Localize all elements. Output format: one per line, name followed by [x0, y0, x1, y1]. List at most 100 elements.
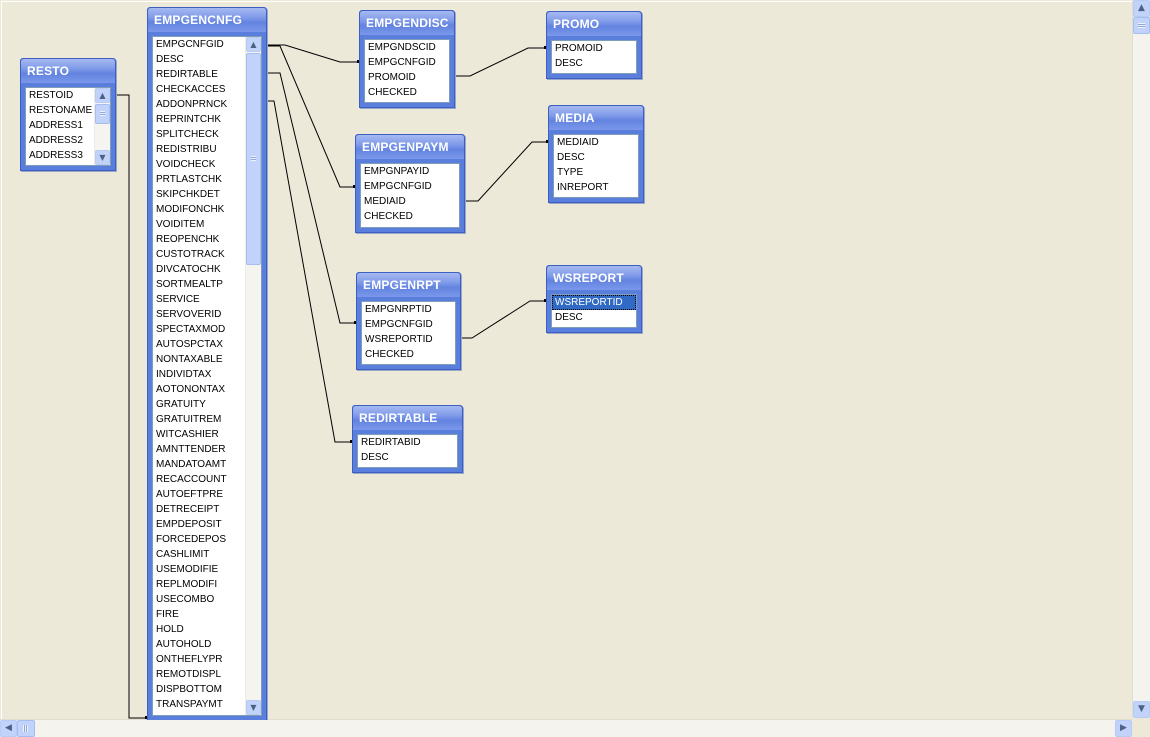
- field-empgencnfg-autospctax[interactable]: AUTOSPCTAX: [156, 339, 223, 350]
- table-title[interactable]: EMPGENRPT: [357, 273, 460, 297]
- field-empgencnfg-divcatochk[interactable]: DIVCATOCHK: [156, 264, 221, 275]
- table-title[interactable]: EMPGENPAYM: [356, 135, 464, 159]
- field-empgencnfg-modifonchk[interactable]: MODIFONCHK: [156, 204, 225, 215]
- scroll-up-button[interactable]: ▲: [1133, 0, 1150, 17]
- field-media-inreport[interactable]: INREPORT: [557, 182, 609, 193]
- field-empgencnfg-individtax[interactable]: INDIVIDTAX: [156, 369, 212, 380]
- scroll-thumb[interactable]: [246, 53, 261, 265]
- table-title[interactable]: REDIRTABLE: [353, 406, 462, 430]
- field-resto-restoid[interactable]: RESTOID: [29, 90, 74, 101]
- field-empgencnfg-gratuitrem[interactable]: GRATUITREM: [156, 414, 222, 425]
- field-empgencnfg-autoeftpre[interactable]: AUTOEFTPRE: [156, 489, 224, 500]
- field-empgencnfg-fire[interactable]: FIRE: [156, 609, 179, 620]
- field-list[interactable]: WSREPORTID DESC: [551, 294, 637, 328]
- field-empgenrpt-empgnrptid[interactable]: EMPGNRPTID: [365, 304, 432, 315]
- field-media-desc[interactable]: DESC: [557, 152, 585, 163]
- table-empgencnfg[interactable]: EMPGENCNFG EMPGCNFGID DESC REDIRTABLE CHECK…: [147, 7, 267, 720]
- field-empgencnfg-servoverid[interactable]: SERVOVERID: [156, 309, 222, 320]
- field-empgencnfg-skipchkdet[interactable]: SKIPCHKDET: [156, 189, 220, 200]
- table-empgenrpt[interactable]: EMPGENRPT EMPGNRPTID EMPGCNFGID WSREPORTID…: [356, 272, 461, 370]
- field-empgencnfg-remotdispl[interactable]: REMOTDISPL: [156, 669, 222, 680]
- field-empgencnfg-service[interactable]: SERVICE: [156, 294, 200, 305]
- field-empgencnfg-mandatoamt[interactable]: MANDATOAMT: [156, 459, 227, 470]
- field-list[interactable]: EMPGNDSCID EMPGCNFGID PROMOID CHECKED: [364, 39, 450, 103]
- scroll-left-button[interactable]: ◀: [0, 720, 17, 737]
- field-empgendisc-empgndscid[interactable]: EMPGNDSCID: [368, 42, 436, 53]
- field-wsreport-wsreportid[interactable]: WSREPORTID: [552, 295, 636, 310]
- field-empgencnfg-reopenchk[interactable]: REOPENCHK: [156, 234, 220, 245]
- vertical-scrollbar[interactable]: ▲ ▼: [245, 37, 261, 715]
- table-title[interactable]: RESTO: [21, 59, 115, 83]
- field-empgencnfg-forcedepos[interactable]: FORCEDEPOS: [156, 534, 227, 545]
- field-empgenrpt-wsreportid[interactable]: WSREPORTID: [365, 334, 433, 345]
- field-empgencnfg-desc[interactable]: DESC: [156, 54, 184, 65]
- field-empgencnfg-checkacces[interactable]: CHECKACCES: [156, 84, 226, 95]
- field-empgencnfg-autohold[interactable]: AUTOHOLD: [156, 639, 212, 650]
- field-empgencnfg-splitcheck[interactable]: SPLITCHECK: [156, 129, 219, 140]
- field-empgencnfg-prtlastchk[interactable]: PRTLASTCHK: [156, 174, 222, 185]
- field-empgencnfg-voiditem[interactable]: VOIDITEM: [156, 219, 205, 230]
- field-empgenpaym-empgnpayid[interactable]: EMPGNPAYID: [364, 166, 430, 177]
- field-empgencnfg-amnttender[interactable]: AMNTTENDER: [156, 444, 226, 455]
- field-empgencnfg-gratuity[interactable]: GRATUITY: [156, 399, 206, 410]
- scroll-down-button[interactable]: ▼: [1133, 701, 1150, 718]
- field-empgenpaym-empgcnfgid[interactable]: EMPGCNFGID: [364, 181, 432, 192]
- field-empgencnfg-usemodifie[interactable]: USEMODIFIE: [156, 564, 219, 575]
- table-title[interactable]: MEDIA: [549, 106, 643, 130]
- field-redirtable-desc[interactable]: DESC: [361, 452, 389, 463]
- field-list[interactable]: EMPGNRPTID EMPGCNFGID WSREPORTID CHECKED: [361, 301, 456, 365]
- field-resto-restoname[interactable]: RESTONAME: [29, 105, 93, 116]
- field-resto-address1[interactable]: ADDRESS1: [29, 120, 83, 131]
- field-resto-address3[interactable]: ADDRESS3: [29, 150, 83, 161]
- field-empgencnfg-sortmealtp[interactable]: SORTMEALTP: [156, 279, 223, 290]
- field-empgencnfg-aotonontax[interactable]: AOTONONTAX: [156, 384, 226, 395]
- table-title[interactable]: EMPGENCNFG: [148, 8, 266, 32]
- scroll-down-button[interactable]: ▼: [246, 700, 261, 715]
- field-empgencnfg-ontheflypr[interactable]: ONTHEFLYPR: [156, 654, 223, 665]
- field-empgencnfg-transpaymt[interactable]: TRANSPAYMT: [156, 699, 223, 710]
- field-empgencnfg-replmodifi[interactable]: REPLMODIFI: [156, 579, 218, 590]
- scroll-up-button[interactable]: ▲: [246, 37, 261, 52]
- field-media-mediaid[interactable]: MEDIAID: [557, 137, 599, 148]
- scroll-up-button[interactable]: ▲: [95, 88, 110, 103]
- scroll-down-button[interactable]: ▼: [95, 150, 110, 165]
- field-empgencnfg-nontaxable[interactable]: NONTAXABLE: [156, 354, 223, 365]
- field-promo-desc[interactable]: DESC: [555, 58, 583, 69]
- field-empgencnfg-witcashier[interactable]: WITCASHIER: [156, 429, 219, 440]
- field-empgendisc-empgcnfgid[interactable]: EMPGCNFGID: [368, 57, 436, 68]
- canvas-horizontal-scrollbar[interactable]: ◀ ▶: [0, 719, 1132, 737]
- field-wsreport-desc[interactable]: DESC: [555, 312, 583, 323]
- canvas-vertical-scrollbar[interactable]: ▲ ▼: [1132, 0, 1150, 718]
- field-empgenrpt-empgcnfgid[interactable]: EMPGCNFGID: [365, 319, 433, 330]
- scroll-thumb[interactable]: [95, 104, 110, 124]
- field-empgendisc-checked[interactable]: CHECKED: [368, 87, 417, 98]
- field-empgencnfg-recaccount[interactable]: RECACCOUNT: [156, 474, 227, 485]
- field-resto-address2[interactable]: ADDRESS2: [29, 135, 83, 146]
- field-empgencnfg-voidcheck[interactable]: VOIDCHECK: [156, 159, 216, 170]
- table-title[interactable]: PROMO: [547, 12, 641, 36]
- field-empgencnfg-usecombo[interactable]: USECOMBO: [156, 594, 215, 605]
- field-empgenpaym-mediaid[interactable]: MEDIAID: [364, 196, 406, 207]
- scroll-thumb[interactable]: [17, 720, 35, 737]
- scroll-thumb[interactable]: [1133, 17, 1150, 34]
- field-empgenrpt-checked[interactable]: CHECKED: [365, 349, 414, 360]
- field-empgencnfg-empgcnfgid[interactable]: EMPGCNFGID: [156, 39, 224, 50]
- field-empgencnfg-redirtable[interactable]: REDIRTABLE: [156, 69, 218, 80]
- field-empgencnfg-custotrack[interactable]: CUSTOTRACK: [156, 249, 225, 260]
- vertical-scrollbar[interactable]: ▲ ▼: [94, 88, 110, 165]
- field-empgencnfg-cashlimit[interactable]: CASHLIMIT: [156, 549, 210, 560]
- field-empgendisc-promoid[interactable]: PROMOID: [368, 72, 416, 83]
- field-empgencnfg-reprintchk[interactable]: REPRINTCHK: [156, 114, 222, 125]
